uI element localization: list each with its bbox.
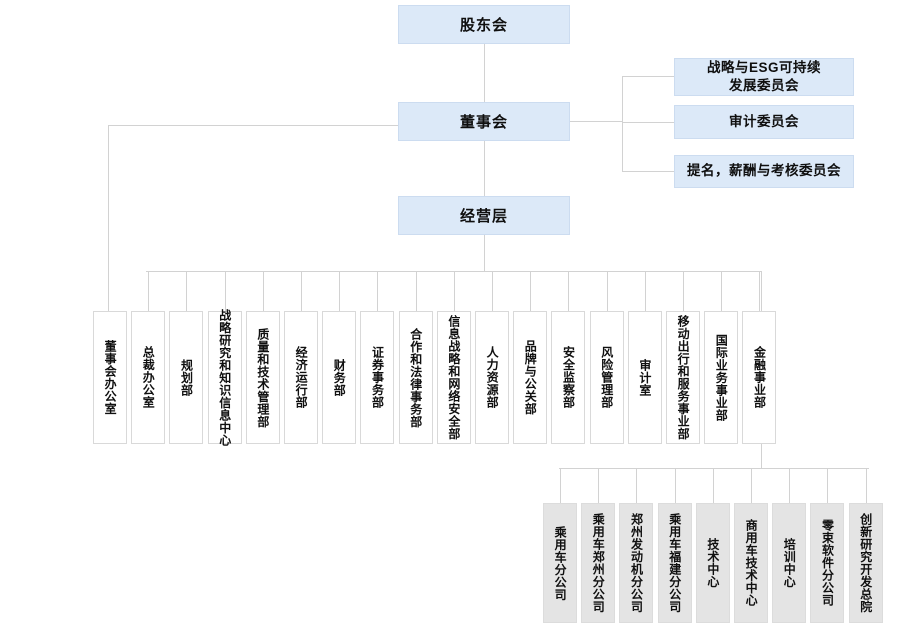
subsidiary-label: 技术中心 [705, 538, 720, 588]
department-label: 合作和法律事务部 [408, 327, 423, 428]
connector-department-3 [186, 271, 187, 311]
connector-subsidiary-7 [789, 468, 790, 503]
connector-subsidiary-6 [751, 468, 752, 503]
department-label: 财务部 [332, 358, 347, 397]
connector-department-10 [454, 271, 455, 311]
connector-department-18 [759, 271, 760, 311]
department-box[interactable]: 风险管理部 [589, 311, 624, 444]
connector-department-6 [301, 271, 302, 311]
subsidiary-box[interactable]: 乘用车福建分公司 [657, 503, 692, 623]
connector-subsidiary-9 [866, 468, 867, 503]
department-label: 风险管理部 [599, 346, 614, 409]
department-label: 金融事业部 [752, 346, 767, 409]
committee-strategy-esg-line1: 战略与ESG可持续 [706, 59, 821, 75]
connector-department-13 [568, 271, 569, 311]
department-label: 信息战略和网络安全部 [446, 315, 461, 440]
department-label: 规划部 [179, 358, 194, 397]
department-box[interactable]: 移动出行和服务事业部 [666, 311, 700, 444]
subsidiary-box[interactable]: 商用车技术中心 [734, 503, 768, 623]
committee-strategy-esg[interactable]: 战略与ESG可持续 发展委员会 [674, 58, 854, 96]
connector-department-16 [683, 271, 684, 311]
subsidiary-box[interactable]: 乘用车分公司 [543, 503, 577, 623]
subsidiary-bus [559, 468, 869, 469]
department-box[interactable]: 人力资源部 [475, 311, 509, 444]
connector-subsidiary-4 [675, 468, 676, 503]
subsidiary-box[interactable]: 乘用车郑州分公司 [581, 503, 616, 623]
connector-department-17 [721, 271, 722, 311]
connector-committee-1 [622, 76, 674, 77]
department-box[interactable]: 战略研究和知识信息中心 [207, 308, 242, 447]
department-box[interactable]: 董事会办公室 [93, 311, 127, 444]
connector-department-15 [645, 271, 646, 311]
department-label: 董事会办公室 [103, 340, 118, 415]
department-label: 移动出行和服务事业部 [676, 315, 691, 440]
department-label: 品牌与公关部 [523, 340, 538, 415]
department-box[interactable]: 证券事务部 [360, 311, 395, 444]
department-box[interactable]: 经济运行部 [284, 311, 318, 444]
subsidiary-label: 乘用车分公司 [553, 525, 568, 601]
connector-shareholders-board [484, 44, 485, 102]
department-box[interactable]: 合作和法律事务部 [398, 311, 433, 444]
department-label: 审计室 [637, 358, 652, 397]
connector-committee-2 [622, 122, 674, 123]
connector-department-5 [263, 271, 264, 311]
connector-subsidiary-8 [827, 468, 828, 503]
connector-department-8 [377, 271, 378, 311]
connector-department-7 [339, 271, 340, 311]
connector-board-management [484, 140, 485, 196]
connector-management-bus [484, 234, 485, 271]
connector-subsidiary-2 [598, 468, 599, 503]
subsidiary-label: 创新研究开发总院 [858, 513, 873, 613]
department-box[interactable]: 总裁办公室 [131, 311, 166, 444]
department-label: 证券事务部 [370, 346, 385, 409]
department-box[interactable]: 审计室 [627, 311, 662, 444]
subsidiary-label: 乘用车郑州分公司 [591, 513, 606, 613]
subsidiary-box[interactable]: 技术中心 [695, 503, 730, 623]
subsidiary-box[interactable]: 创新研究开发总院 [848, 503, 883, 623]
connector-department-14 [607, 271, 608, 311]
department-box[interactable]: 安全监察部 [551, 311, 586, 444]
subsidiary-box[interactable]: 零束软件分公司 [810, 503, 845, 623]
department-label: 经济运行部 [294, 346, 309, 409]
subsidiary-label: 培训中心 [782, 538, 797, 588]
department-box[interactable]: 信息战略和网络安全部 [436, 311, 471, 444]
connector-board-committee-stub [568, 121, 622, 122]
committee-rail [622, 76, 623, 171]
committee-audit[interactable]: 审计委员会 [674, 105, 854, 139]
department-label: 安全监察部 [561, 346, 576, 409]
department-label: 国际业务事业部 [714, 333, 729, 422]
department-label: 战略研究和知识信息中心 [217, 308, 232, 447]
department-box[interactable]: 质量和技术管理部 [245, 311, 280, 444]
department-box[interactable]: 国际业务事业部 [704, 311, 739, 444]
subsidiary-label: 零束软件分公司 [820, 519, 835, 607]
department-box[interactable]: 品牌与公关部 [513, 311, 548, 444]
connector-department-4 [225, 271, 226, 311]
committee-nomination-compensation[interactable]: 提名，薪酬与考核委员会 [674, 155, 854, 188]
connector-department-9 [416, 271, 417, 311]
connector-department-12 [530, 271, 531, 311]
department-label: 质量和技术管理部 [255, 327, 270, 428]
department-box[interactable]: 金融事业部 [742, 311, 777, 444]
department-box[interactable]: 规划部 [169, 311, 204, 444]
department-label: 总裁办公室 [141, 346, 156, 409]
connector-committee-3 [622, 171, 674, 172]
node-board-of-directors[interactable]: 董事会 [398, 102, 570, 141]
subsidiary-label: 乘用车福建分公司 [667, 513, 682, 613]
subsidiary-label: 商用车技术中心 [744, 519, 759, 607]
department-box[interactable]: 财务部 [322, 311, 357, 444]
department-label: 人力资源部 [485, 346, 500, 409]
node-shareholders[interactable]: 股东会 [398, 5, 570, 44]
subsidiary-box[interactable]: 培训中心 [772, 503, 807, 623]
subsidiary-label: 郑州发动机分公司 [629, 513, 644, 613]
node-management-layer[interactable]: 经营层 [398, 196, 570, 235]
connector-subsidiary-5 [713, 468, 714, 503]
connector-department-2 [148, 271, 149, 311]
subsidiary-box[interactable]: 郑州发动机分公司 [619, 503, 654, 623]
connector-department-11 [492, 271, 493, 311]
connector-subsidiary-3 [636, 468, 637, 503]
connector-board-office-horizontal [108, 125, 400, 126]
connector-subsidiary-1 [560, 468, 561, 503]
connector-board-office-vertical [108, 125, 109, 311]
committee-strategy-esg-line2: 发展委员会 [729, 78, 799, 93]
